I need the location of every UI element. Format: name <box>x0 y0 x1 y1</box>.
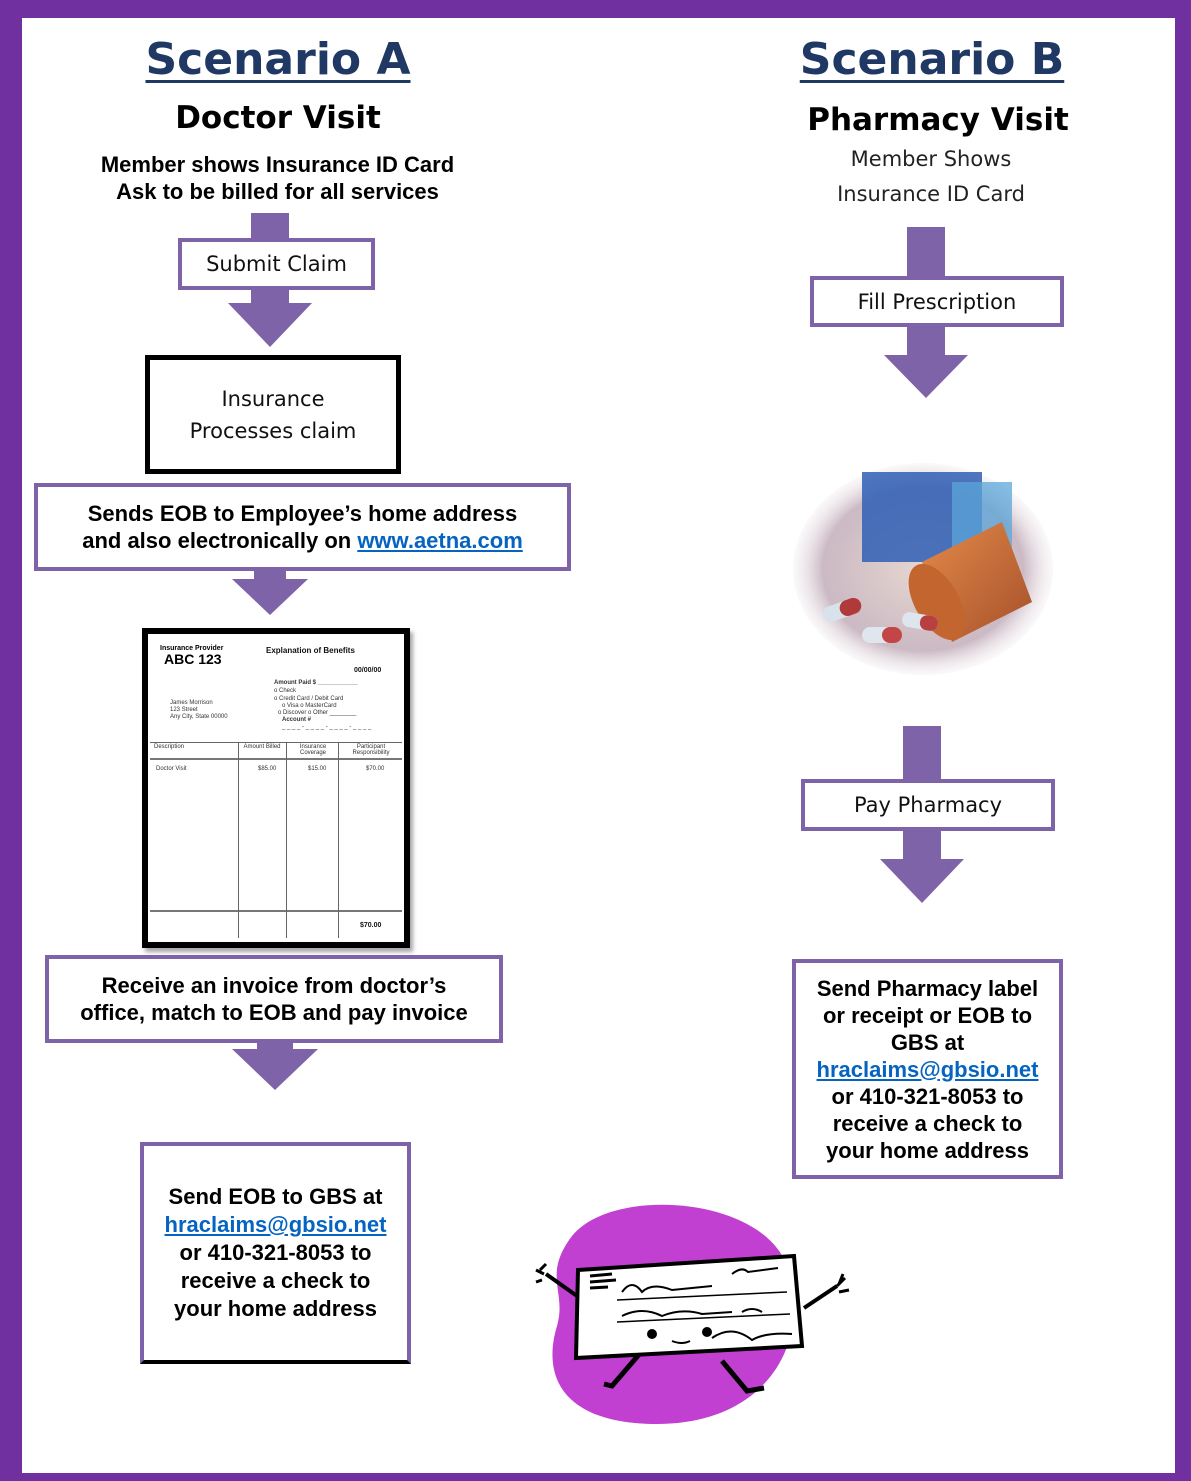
send-a-email-link[interactable]: hraclaims@gbsio.net <box>164 1212 387 1237</box>
eob-col-responsibility: Participant Responsibility <box>352 744 390 756</box>
eob-title: Explanation of Benefits <box>266 646 355 655</box>
send-b-line-6: receive a check to <box>832 1110 1023 1136</box>
aetna-link[interactable]: www.aetna.com <box>357 528 523 553</box>
scenario-b-intro-2: Insurance ID Card <box>837 182 1025 206</box>
pay-pharmacy-box: Pay Pharmacy <box>801 779 1055 831</box>
eob-table-bottom-rule <box>150 910 402 912</box>
fill-prescription-label: Fill Prescription <box>857 289 1017 314</box>
eob-addr-city: Any City, State 00000 <box>170 714 228 720</box>
eob-sent-box: Sends EOB to Employee’s home address and… <box>34 483 571 571</box>
eob-row-coverage: $15.00 <box>308 766 327 772</box>
scenario-a-subheading: Doctor Visit <box>175 100 381 136</box>
scenario-a-intro-2: Ask to be billed for all services <box>116 179 439 204</box>
eob-account-dashes: _ _ _ _ - _ _ _ _ - _ _ _ _ - _ _ _ _ <box>282 724 372 730</box>
invoice-line-1: Receive an invoice from doctor’s <box>101 973 447 998</box>
process-line-2: Processes claim <box>189 418 357 443</box>
scenario-a-heading: Scenario A <box>145 34 411 85</box>
pay-pharmacy-label: Pay Pharmacy <box>853 793 1003 817</box>
submit-claim-label: Submit Claim <box>206 252 347 276</box>
send-a-line-4: receive a check to <box>180 1268 371 1293</box>
send-b-line-7: your home address <box>826 1137 1029 1163</box>
send-eob-box-a: Send EOB to GBS at hraclaims@gbsio.net o… <box>140 1142 411 1364</box>
eob-col-billed: Amount Billed <box>243 744 281 750</box>
eob-account: Account # <box>282 717 312 723</box>
send-b-line-5: or 410-321-8053 to <box>831 1083 1024 1109</box>
eob-table-header-rule <box>150 758 402 760</box>
eob-amount-paid: Amount Paid $ ____________ <box>274 680 358 686</box>
eob-addr-name: James Morrison <box>170 700 213 706</box>
eob-row-billed: $85.00 <box>258 766 277 772</box>
eob-col-coverage: Insurance Coverage <box>299 744 327 756</box>
send-a-line-1: Send EOB to GBS at <box>168 1184 383 1209</box>
eob-sent-line-2: and also electronically on www.aetna.com <box>82 527 523 554</box>
arrow-down-icon <box>232 571 308 615</box>
eob-provider-name: ABC 123 <box>164 651 222 667</box>
eob-opt-visa: o Visa o MasterCard <box>282 703 337 709</box>
dancing-check-clipart <box>535 1204 850 1425</box>
eob-total: $70.00 <box>360 922 382 929</box>
insurance-process-box: Insurance Processes claim <box>145 355 401 474</box>
send-a-line-5: your home address <box>174 1296 377 1321</box>
pills-photo <box>793 463 1053 675</box>
eob-row-responsibility: $70.00 <box>366 766 385 772</box>
send-a-line-3: or 410-321-8053 to <box>179 1240 372 1265</box>
scenario-b-intro-1: Member Shows <box>850 147 1012 171</box>
eob-col-description: Description <box>154 744 185 750</box>
eob-sent-line-1: Sends EOB to Employee’s home address <box>87 501 518 526</box>
eob-row-description: Doctor Visit <box>156 766 187 772</box>
send-pharmacy-box-b: Send Pharmacy label or receipt or EOB to… <box>792 959 1063 1179</box>
eob-provider-label: Insurance Provider <box>160 645 224 652</box>
send-b-line-3: GBS at <box>890 1029 965 1055</box>
eob-opt-check: o Check <box>274 688 297 694</box>
send-b-line-1: Send Pharmacy label <box>816 975 1039 1001</box>
eob-date: 00/00/00 <box>354 667 382 674</box>
invoice-box: Receive an invoice from doctor’s office,… <box>45 955 503 1043</box>
arrow-down-icon <box>232 1043 318 1090</box>
scenario-b-heading: Scenario B <box>799 34 1065 85</box>
process-line-1: Insurance <box>221 386 325 411</box>
scenario-b-subheading: Pharmacy Visit <box>807 102 1069 138</box>
eob-opt-discover: o Discover o Other ________ <box>278 710 357 716</box>
send-b-line-2: or receipt or EOB to <box>822 1002 1033 1028</box>
eob-table-vline <box>338 742 339 938</box>
eob-table-vline <box>238 742 239 938</box>
eob-table-vline <box>286 742 287 938</box>
invoice-line-2: office, match to EOB and pay invoice <box>80 1000 468 1025</box>
scenario-a-intro-1: Member shows Insurance ID Card <box>100 152 455 177</box>
eob-sample-document: Insurance Provider ABC 123 Explanation o… <box>142 628 410 948</box>
eob-opt-card: o Credit Card / Debit Card <box>274 696 344 702</box>
fill-prescription-box: Fill Prescription <box>810 276 1064 327</box>
eob-table-top-rule <box>150 742 402 743</box>
send-b-email-link[interactable]: hraclaims@gbsio.net <box>816 1056 1039 1082</box>
eob-sent-prefix: and also electronically on <box>82 528 358 553</box>
submit-claim-box: Submit Claim <box>178 238 375 290</box>
eob-addr-street: 123 Street <box>170 707 198 713</box>
